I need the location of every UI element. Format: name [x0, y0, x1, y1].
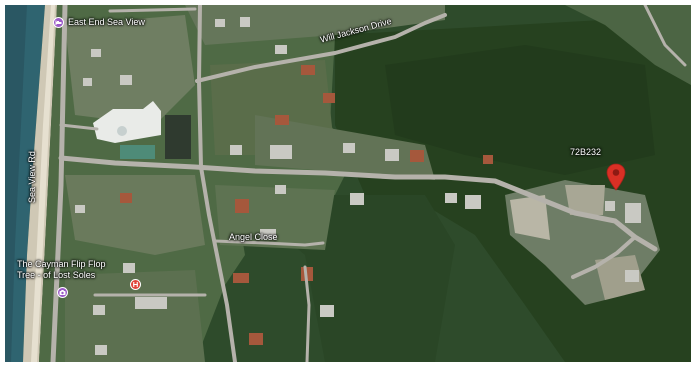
- parcel-label: 72B232: [570, 147, 602, 157]
- east-end-sea-view-label[interactable]: East End Sea View: [68, 17, 145, 27]
- flip-flop-tree-label-line1[interactable]: The Cayman Flip Flop: [17, 259, 106, 269]
- location-pin-icon[interactable]: [606, 163, 626, 191]
- sea-view-rd-label: Sea View Rd: [27, 151, 37, 203]
- hospital-icon[interactable]: [130, 279, 141, 290]
- camera-icon[interactable]: [57, 287, 68, 298]
- bed-icon[interactable]: [53, 17, 64, 28]
- map-imagery: [5, 5, 691, 362]
- flip-flop-tree-label-line2[interactable]: Tree - of Lost Soles: [17, 270, 96, 280]
- satellite-map[interactable]: East End Sea View Will Jackson Drive Sea…: [5, 5, 691, 362]
- angel-close-label: Angel Close: [229, 232, 278, 242]
